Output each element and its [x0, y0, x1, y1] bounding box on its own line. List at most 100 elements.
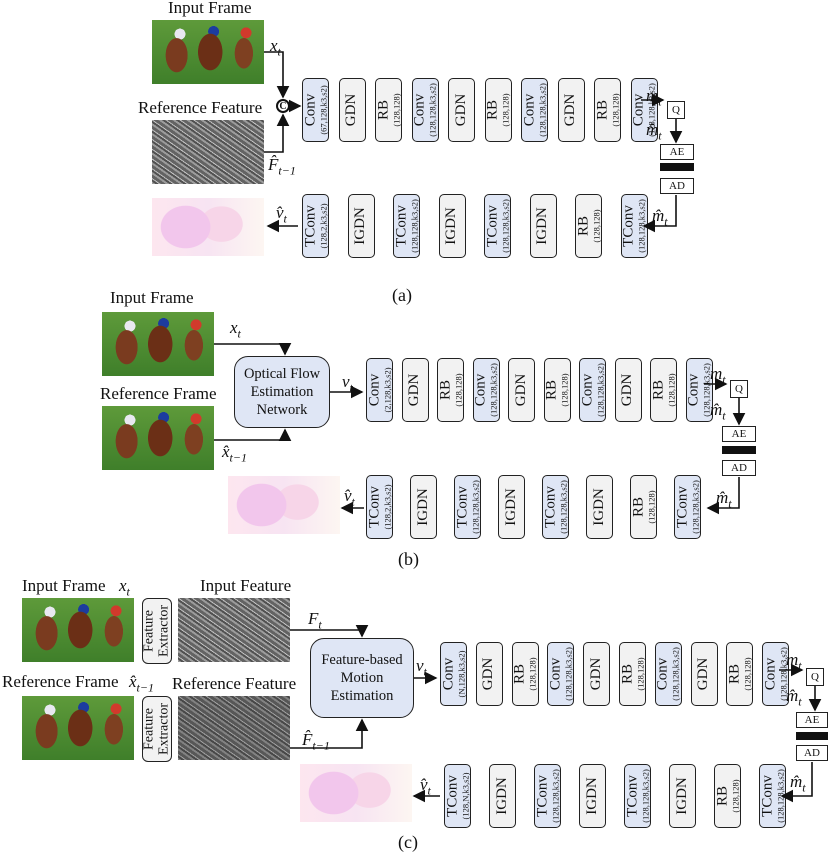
- ad-box-a: AD: [660, 178, 694, 194]
- layer-block-rb: RB(128,128): [375, 78, 402, 142]
- layer-block-rb: RB(128,128): [630, 475, 657, 539]
- input-feature-image-c: [178, 598, 290, 662]
- x-hat-label-c: x̂t−1: [129, 672, 154, 695]
- layer-block-igdn: IGDN: [586, 475, 613, 539]
- layer-block-rb: RB(128,128): [714, 764, 741, 828]
- layer-block-igdn: IGDN: [347, 194, 375, 258]
- input-frame-label-b: Input Frame: [110, 288, 194, 307]
- flow-output-image-b: [228, 476, 340, 534]
- layer-block-conv: Conv(128,128,k3,s2): [654, 642, 682, 706]
- v-t-label-c: vt: [416, 656, 427, 679]
- m-hat-label-c: m̂t: [786, 686, 802, 709]
- layer-block-igdn: IGDN: [489, 764, 516, 828]
- ad-box-b: AD: [722, 460, 756, 476]
- x-t-label-c: xt: [119, 576, 130, 599]
- layer-block-rb: RB(128,128): [575, 194, 602, 258]
- caption-a: (a): [392, 285, 412, 305]
- layer-block-tconv: TConv(128,2,k3,s2): [302, 194, 329, 258]
- ad-box-c: AD: [796, 745, 828, 761]
- layer-block-conv: Conv(128,128,k3,s2): [411, 78, 439, 142]
- x-t-label-b: xt: [230, 318, 241, 341]
- layer-block-rb: RB(128,128): [726, 642, 754, 706]
- layer-block-conv: Conv(128,128,k3,s2): [685, 358, 713, 422]
- layer-block-conv: Conv(2,128,k3,s2): [366, 358, 393, 422]
- layer-block-rb: RB(128,128): [437, 358, 464, 422]
- concat-symbol-a: C: [276, 99, 290, 113]
- reference-frame-image-b: [102, 406, 214, 470]
- layer-block-tconv: TConv(128,128,k3,s2): [393, 194, 420, 258]
- input-frame-image-c: [22, 598, 134, 662]
- layer-block-gdn: GDN: [475, 642, 503, 706]
- layer-block-conv: Conv(128,128,k3,s2): [547, 642, 575, 706]
- m-hat-label-a: m̂t: [646, 120, 662, 143]
- bitstream-bar-a: [660, 163, 694, 171]
- quantizer-box-b: Q: [730, 380, 748, 398]
- quantizer-box-c: Q: [806, 668, 824, 686]
- layer-block-gdn: GDN: [690, 642, 718, 706]
- layer-block-tconv: TConv(128,128,k3,s2): [542, 475, 569, 539]
- reference-feature-image-a: [152, 120, 264, 184]
- layer-block-tconv: TConv(128,128,k3,s2): [674, 475, 701, 539]
- caption-c: (c): [398, 832, 418, 852]
- layer-block-gdn: GDN: [583, 642, 611, 706]
- layer-block-tconv: TConv(128,128,k3,s2): [454, 475, 481, 539]
- flow-output-image-c: [300, 764, 412, 822]
- layer-block-conv: Conv(N,128,k3,s2): [440, 642, 467, 706]
- layer-block-gdn: GDN: [448, 78, 475, 142]
- bitstream-bar-c: [796, 732, 828, 740]
- x-hat-label-b: x̂t−1: [222, 442, 247, 465]
- f-t-label-c: Ft: [308, 609, 322, 632]
- layer-block-gdn: GDN: [338, 78, 366, 142]
- ae-box-b: AE: [722, 426, 756, 442]
- layer-block-conv: Conv(128,128,k3,s2): [521, 78, 548, 142]
- layer-block-tconv: TConv(128,128,k3,s2): [624, 764, 651, 828]
- bitstream-bar-b: [722, 446, 756, 454]
- input-frame-image-b: [102, 312, 214, 376]
- input-frame-label-a: Input Frame: [168, 0, 252, 17]
- layer-block-conv: Conv(67,128,k3,s2): [302, 78, 329, 142]
- ae-box-a: AE: [660, 144, 694, 160]
- reference-frame-label-c: Reference Frame: [2, 672, 119, 691]
- layer-block-tconv: TConv(128,128,k3,s2): [534, 764, 561, 828]
- layer-block-tconv: TConv(128,128,k3,s2): [484, 194, 511, 258]
- m-hat-dec-label-c: m̂t: [790, 772, 806, 795]
- layer-block-rb: RB(128,128): [511, 642, 539, 706]
- layer-block-igdn: IGDN: [498, 475, 525, 539]
- layer-block-rb: RB(128,128): [594, 78, 621, 142]
- layer-block-igdn: IGDN: [410, 475, 437, 539]
- layer-block-igdn: IGDN: [579, 764, 606, 828]
- layer-block-conv: Conv(128,128,k3,s2): [762, 642, 790, 706]
- layer-block-tconv: TConv(128,2,k3,s2): [366, 475, 393, 539]
- layer-block-conv: Conv(128,128,k3,s2): [630, 78, 658, 142]
- f-hat-label-c: F̂t−1: [302, 730, 330, 753]
- layer-block-rb: RB(128,128): [484, 78, 512, 142]
- layer-block-gdn: GDN: [508, 358, 535, 422]
- v-hat-label-a: v̂t: [276, 203, 287, 226]
- layer-block-gdn: GDN: [557, 78, 585, 142]
- reference-frame-image-c: [22, 696, 134, 760]
- v-hat-label-b: v̂t: [344, 486, 355, 509]
- layer-block-gdn: GDN: [614, 358, 642, 422]
- layer-block-conv: Conv(128,128,k3,s2): [472, 358, 500, 422]
- reference-frame-label-b: Reference Frame: [100, 384, 217, 403]
- quantizer-box-a: Q: [667, 101, 685, 119]
- caption-b: (b): [398, 549, 419, 569]
- input-feature-label-c: Input Feature: [200, 576, 292, 595]
- m-hat-label-b: m̂t: [710, 400, 726, 423]
- ae-box-c: AE: [796, 712, 828, 728]
- reference-feature-label-a: Reference Feature: [138, 98, 263, 117]
- input-frame-label-c: Input Frame: [22, 576, 106, 595]
- reference-feature-label-c: Reference Feature: [172, 674, 297, 693]
- f-hat-label-a: F̂t−1: [268, 155, 296, 178]
- input-frame-image-a: [152, 20, 264, 84]
- layer-block-igdn: IGDN: [529, 194, 557, 258]
- v-hat-label-c: v̂t: [420, 775, 431, 798]
- layer-block-rb: RB(128,128): [650, 358, 677, 422]
- flow-output-image-a: [152, 198, 264, 256]
- layer-block-igdn: IGDN: [669, 764, 696, 828]
